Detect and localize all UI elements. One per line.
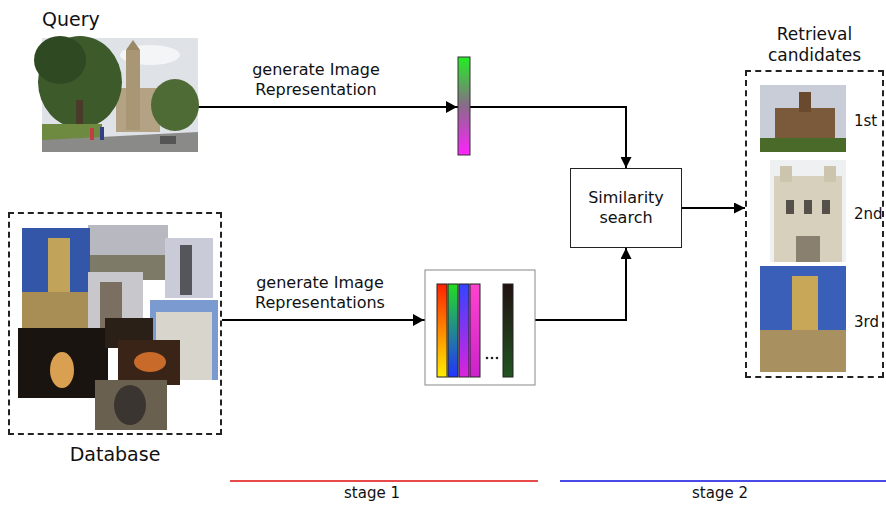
database-photos xyxy=(114,385,146,425)
candidate-photos xyxy=(760,85,846,372)
query-photo xyxy=(100,127,104,140)
database-vectors xyxy=(491,357,494,360)
database-photos xyxy=(22,228,90,328)
node-text: 3rd xyxy=(854,313,879,332)
stage-label: stage 1 xyxy=(292,484,452,503)
candidate-photos xyxy=(796,236,820,262)
process-box: Similarity search xyxy=(570,168,682,248)
edge-label-wrap: generate Image Representation xyxy=(226,60,406,100)
database-photos xyxy=(88,225,168,280)
candidate-image: 1st xyxy=(762,87,880,154)
candidate-photos xyxy=(760,138,846,152)
candidate-photos xyxy=(774,176,842,262)
stage-line xyxy=(230,480,538,482)
node-text: Query xyxy=(42,8,198,32)
candidate-image: 2nd xyxy=(772,162,880,264)
candidate-photos xyxy=(760,85,846,152)
candidate-photos xyxy=(760,266,846,372)
node-text: 2nd xyxy=(854,205,883,224)
database-photos xyxy=(50,352,74,388)
query-photo xyxy=(126,40,140,50)
connector-arrow xyxy=(222,248,626,320)
candidate-photos xyxy=(786,200,794,214)
database-group: Database xyxy=(8,212,222,435)
candidate-photos xyxy=(799,92,811,112)
candidate-photos xyxy=(824,166,836,182)
query-photo xyxy=(42,132,198,152)
candidate-photos xyxy=(775,108,835,140)
stage-label-wrap: stage 2 xyxy=(640,484,800,503)
query-photo xyxy=(34,36,86,84)
stage-label-wrap: stage 1 xyxy=(292,484,452,503)
query-vector xyxy=(446,101,457,113)
node-text: 1st xyxy=(854,112,877,131)
database-photos xyxy=(118,340,180,385)
database-photos xyxy=(134,352,166,372)
stage-line xyxy=(560,480,886,482)
candidate-photos xyxy=(780,166,792,182)
database-photos xyxy=(165,238,213,298)
database-photos xyxy=(22,292,90,328)
query-vector xyxy=(458,57,470,155)
database-vectors xyxy=(470,284,480,377)
edge-label-wrap: generate Image Representations xyxy=(230,273,410,313)
query-photo xyxy=(42,124,102,140)
query-photo xyxy=(126,50,140,130)
database-vectors xyxy=(413,314,424,326)
database-vectors xyxy=(486,357,489,360)
candidate-photos xyxy=(760,330,846,372)
database-vectors xyxy=(459,284,469,377)
node-text: Retrieval candidates xyxy=(747,24,882,67)
database-photos xyxy=(95,380,167,430)
edge-label: generate Image Representations xyxy=(230,273,410,313)
database-vectors xyxy=(413,270,535,385)
candidate-image: 3rd xyxy=(762,268,880,374)
query-photo xyxy=(151,79,199,131)
node-text: Database xyxy=(10,443,220,467)
database-vectors xyxy=(448,284,458,377)
database-vectors xyxy=(496,357,499,360)
query-vector xyxy=(446,57,470,155)
database-photos xyxy=(18,225,218,430)
database-vectors xyxy=(503,284,513,377)
stage-label: stage 2 xyxy=(640,484,800,503)
database-photos xyxy=(18,328,108,398)
results-group: Retrieval candidates1st2nd3rd xyxy=(745,70,884,378)
edge-label: generate Image Representation xyxy=(226,60,406,100)
query-image: Query xyxy=(42,38,198,152)
connector-arrow xyxy=(198,107,626,168)
node-text: Similarity search xyxy=(577,188,675,228)
database-vectors xyxy=(425,270,535,385)
query-photo xyxy=(90,128,94,140)
database-photos xyxy=(180,245,192,295)
connector-arrow xyxy=(682,207,745,209)
query-photo xyxy=(160,136,176,144)
candidate-photos xyxy=(822,200,830,214)
database-vectors xyxy=(437,284,447,377)
query-photo xyxy=(34,36,199,152)
candidate-photos xyxy=(770,160,846,262)
candidate-photos xyxy=(804,200,812,214)
